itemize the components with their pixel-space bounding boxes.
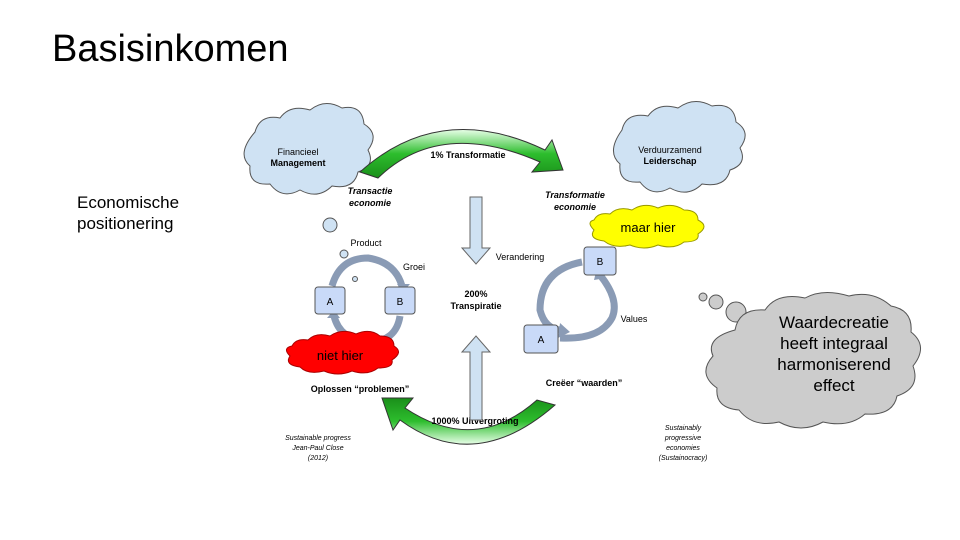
right-caption: Creëer “waarden” <box>546 378 623 388</box>
right-box-b: B <box>597 257 604 268</box>
left-box-a: A <box>327 297 334 308</box>
cloud-right-line-2: Leiderschap <box>643 156 697 166</box>
cloud-financieel: Financieel Management <box>243 103 374 282</box>
cloud-verduurzamend: Verduurzamend Leiderschap <box>613 101 746 193</box>
credit-right: Sustainably progressive economies (Susta… <box>659 425 708 462</box>
left-label-product: Product <box>350 238 382 248</box>
down-arrow <box>460 196 492 265</box>
bottom-green-arrow: 1000% Uitvergroting <box>381 397 557 445</box>
right-heading-line-2: economie <box>554 202 596 212</box>
right-label-verandering: Verandering <box>496 252 545 262</box>
cloud-left-line-2: Management <box>270 158 325 168</box>
side-label-line-1: Economische <box>77 193 180 212</box>
bubble-line-3: harmoniserend <box>777 355 890 374</box>
top-arrow-label: 1% Transformatie <box>430 150 505 160</box>
up-arrow <box>460 335 492 421</box>
credit-right-line-1: Sustainably <box>665 425 702 432</box>
left-heading-line-2: economie <box>349 198 391 208</box>
left-box-b: B <box>397 297 404 308</box>
bubble-line-1: Waardecreatie <box>779 313 889 332</box>
yellow-cloud-maar-hier: maar hier <box>589 204 705 249</box>
left-caption: Oplossen “problemen” <box>311 384 410 394</box>
side-label: Economische positionering <box>77 192 227 234</box>
credit-left-line-3: (2012) <box>308 455 328 462</box>
bubble-line-4: effect <box>813 376 855 395</box>
bubble-line-2: heeft integraal <box>780 334 888 353</box>
credit-right-line-3: economies <box>666 445 700 452</box>
right-box-a: A <box>538 335 545 346</box>
bottom-arrow-label: 1000% Uitvergroting <box>431 416 518 426</box>
red-cloud-niet-hier: niet hier <box>286 330 399 375</box>
left-heading-line-1: Transactie <box>348 186 393 196</box>
slide-title: Basisinkomen <box>52 28 289 70</box>
center-label-line-2: Transpiratie <box>450 301 501 311</box>
credit-left: Sustainable progress Jean-Paul Close (20… <box>285 435 351 462</box>
right-label-values: Values <box>621 314 648 324</box>
credit-right-line-2: progressive <box>664 435 701 442</box>
right-cycle: B A Verandering Values Creëer “waarden” <box>496 246 648 388</box>
credit-left-line-2: Jean-Paul Close <box>291 445 343 452</box>
credit-left-line-1: Sustainable progress <box>285 435 351 442</box>
gray-thought-bubble: Waardecreatie heeft integraal harmoniser… <box>698 292 921 429</box>
top-green-arrow: 1% Transformatie <box>359 129 564 179</box>
cloud-left-line-1: Financieel <box>277 147 318 157</box>
right-heading-line-1: Transformatie <box>545 190 605 200</box>
credit-right-line-4: (Sustainocracy) <box>659 455 708 462</box>
left-label-groei: Groei <box>403 262 425 272</box>
center-label-line-1: 200% <box>464 289 487 299</box>
red-cloud-label: niet hier <box>317 348 364 363</box>
cloud-right-line-1: Verduurzamend <box>638 145 702 155</box>
yellow-cloud-label: maar hier <box>621 220 677 235</box>
side-label-line-2: positionering <box>77 214 174 233</box>
